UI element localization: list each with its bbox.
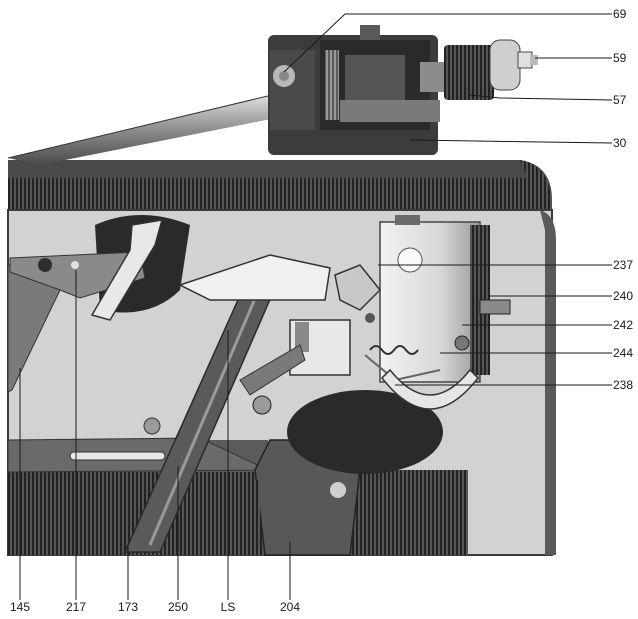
callout-237: 237 [613,258,634,272]
cylinder-housing [379,215,490,383]
top-housing [8,160,552,210]
callout-LS: LS [220,600,236,614]
callout-217: 217 [65,600,87,614]
clip-238 [381,368,479,410]
leader-lines [19,13,613,600]
callout-57: 57 [613,93,627,107]
latch-237 [334,264,382,323]
angled-tab [90,219,164,321]
callout-244: 244 [613,346,634,360]
callout-204: 204 [279,600,301,614]
pressure-pad [287,390,443,474]
callout-145: 145 [9,600,31,614]
center-block [239,319,351,415]
screws-240-242 [454,299,511,351]
callout-238: 238 [613,378,634,392]
head-block [268,25,440,155]
guide-rod [7,94,276,165]
callout-173: 173 [117,600,139,614]
callout-69: 69 [613,7,627,21]
callout-240: 240 [613,289,634,303]
callout-250: 250 [167,600,189,614]
adjustment-knob [420,39,538,100]
callout-30: 30 [613,136,627,150]
callout-59: 59 [613,51,627,65]
center-arm [178,254,331,301]
callout-242: 242 [613,318,634,332]
